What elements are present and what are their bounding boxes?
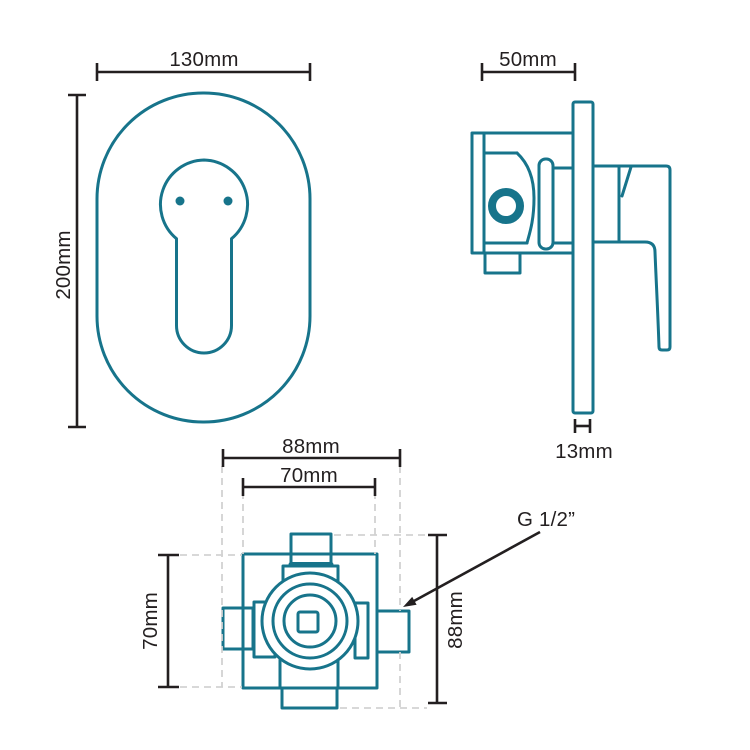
left-port — [221, 606, 255, 651]
body-bottom-tab — [483, 251, 522, 275]
product-linework — [95, 91, 672, 710]
valve-body-side — [470, 131, 575, 255]
cartridge-curve — [515, 151, 536, 245]
side-view — [470, 100, 672, 415]
dim-bottom-outer-height-label: 88mm — [444, 591, 467, 649]
top-port — [289, 532, 333, 568]
wall-plate-side — [571, 100, 595, 415]
dim-side-depth-label: 50mm — [499, 48, 557, 71]
thread-leader-arrowhead — [403, 596, 417, 607]
flange-bar — [537, 157, 555, 251]
handle-keyhole-outline — [158, 158, 250, 355]
dimension-labels: 130mm 200mm 50mm 13mm 88mm 70mm 70mm 88m… — [52, 48, 613, 650]
guide-lines — [180, 466, 427, 709]
dim-front-width-label: 130mm — [169, 48, 238, 71]
front-view — [95, 91, 312, 424]
bottom-view — [221, 532, 411, 710]
handle-screw-dot-left — [175, 196, 185, 206]
faceplate-outline — [95, 91, 312, 424]
handle-side-outline — [591, 164, 672, 352]
spindle-square — [296, 610, 320, 634]
product-filled-details — [175, 196, 233, 206]
valve-body-bottom — [241, 552, 379, 690]
thread-size-label: G 1/2” — [517, 508, 575, 531]
handle-notch-diagonal — [620, 165, 633, 198]
bottom-port — [280, 686, 339, 710]
dim-bottom-body-height-label: 70mm — [139, 592, 162, 650]
dimension-lines — [68, 63, 592, 705]
dim-bottom-body-width-label: 70mm — [280, 464, 338, 487]
right-port — [375, 609, 411, 654]
handle-screw-dot-right — [223, 196, 233, 206]
inlet-port-ring — [488, 188, 524, 224]
thread-leader-line — [413, 530, 541, 603]
dim-front-height-label: 200mm — [52, 230, 75, 299]
dim-bottom-outer-width-label: 88mm — [282, 435, 340, 458]
dim-plate-thickness-label: 13mm — [555, 440, 613, 463]
